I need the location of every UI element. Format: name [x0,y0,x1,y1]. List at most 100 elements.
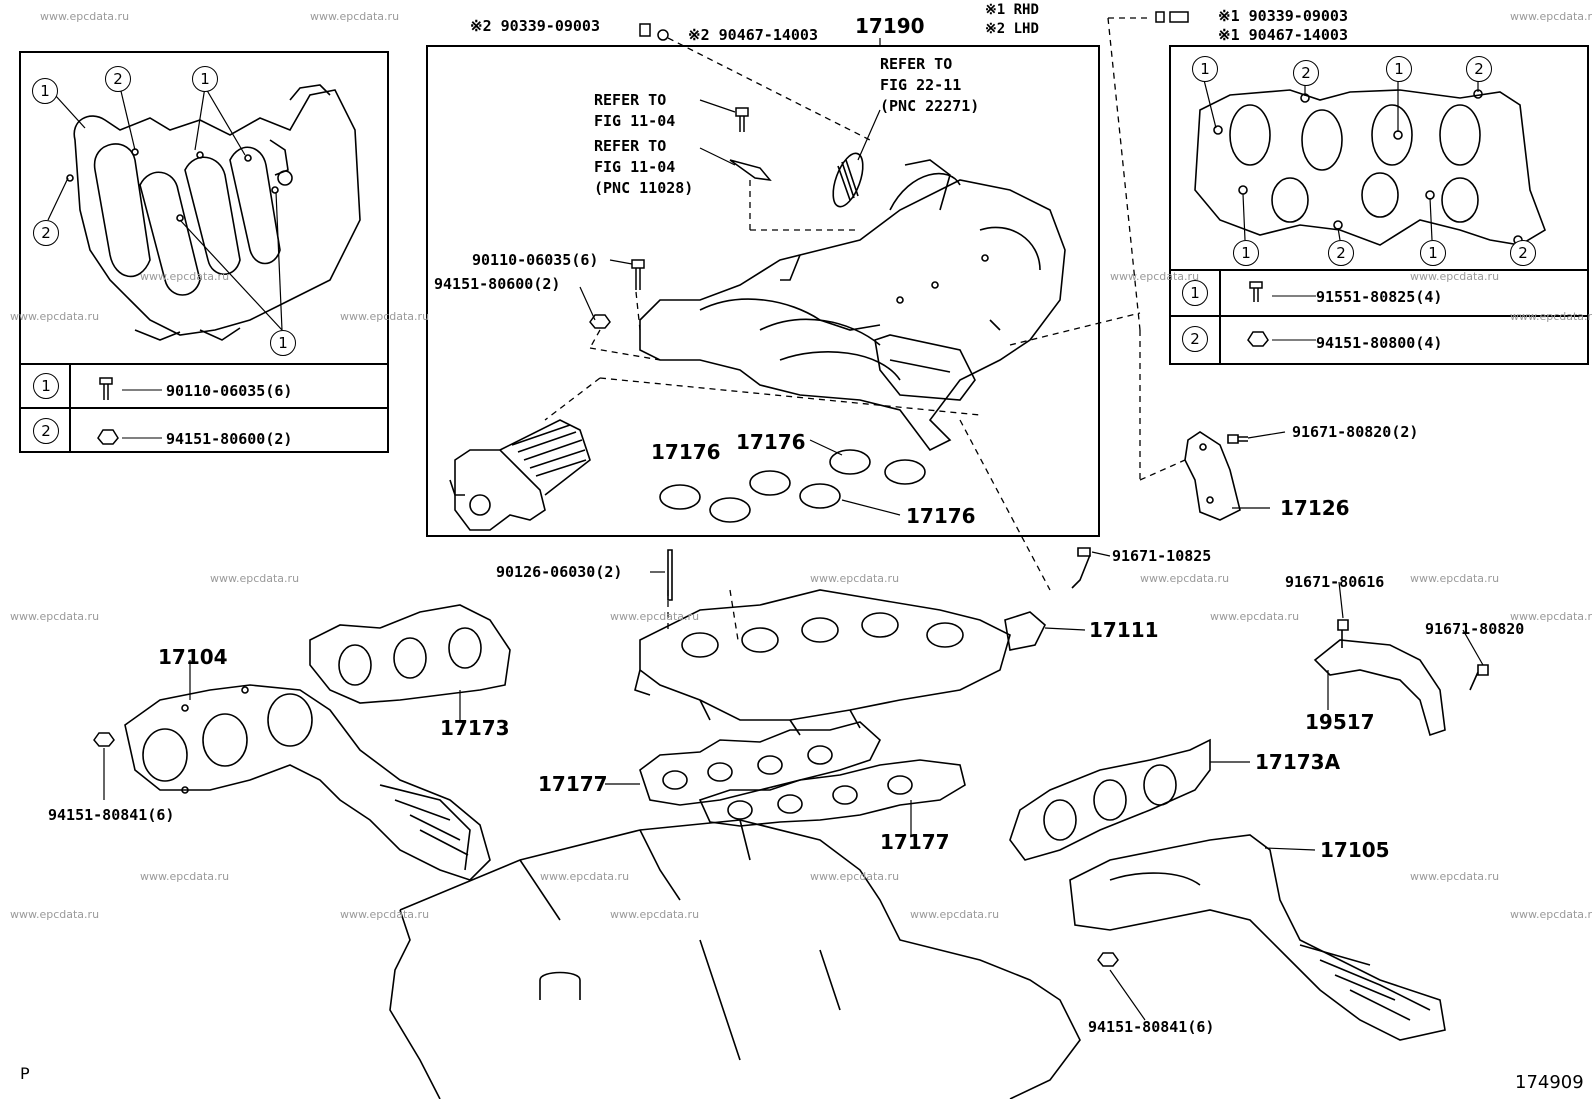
label-top-l2: ※2 90467-14003 [688,26,818,44]
label-top-r2: ※1 90467-14003 [1218,26,1348,44]
gaskets-17177 [639,721,966,827]
main-assembly-frame [426,45,1100,537]
label-94151-80841-right: 94151-80841(6) [1088,1018,1215,1036]
lower-intake-manifold [634,547,1091,736]
left-callout: 2 [33,220,59,246]
watermark: www.epcdata.ru [340,908,430,921]
right-callout: 1 [1233,240,1259,266]
left-callout: 1 [270,330,296,356]
left-table-mark-1: 1 [33,373,59,399]
watermark: www.epcdata.ru [1410,270,1500,283]
corner-mark: P [20,1064,30,1083]
label-91671-80820: 91671-80820 [1425,620,1525,638]
watermark: www.epcdata.ru [340,310,430,323]
watermark: www.epcdata.ru [310,10,400,23]
label-90110: 90110-06035(6) [472,251,599,269]
label-19517: 19517 [1305,710,1375,734]
watermark: www.epcdata.ru [140,270,230,283]
label-17126: 17126 [1280,496,1350,520]
label-17176-b: 17176 [736,430,806,454]
main-small-hardware [589,11,1189,329]
gaskets-17176 [659,449,926,523]
left-callout: 2 [105,66,131,92]
watermark: www.epcdata.ru [10,310,100,323]
right-callout-leaders [1203,79,1521,251]
label-17177-b: 17177 [880,830,950,854]
exhaust-manifold-left [124,684,491,881]
label-17177-a: 17177 [538,772,608,796]
watermark: www.epcdata.ru [210,572,300,585]
label-91671-80820-2: 91671-80820(2) [1292,423,1419,441]
left-table-part-1: 90110-06035(6) [166,382,293,400]
left-detail-frame [19,51,389,453]
diagram-number: 174909 [1515,1072,1584,1093]
left-table-icons [97,377,162,445]
right-callout: 1 [1420,240,1446,266]
watermark: www.epcdata.ru [140,870,230,883]
right-callout: 2 [1293,60,1319,86]
left-table-part-2: 94151-80600(2) [166,430,293,448]
rhd-note: ※1 RHD [985,2,1039,18]
throttle-body [449,419,591,531]
right-callout: 2 [1510,240,1536,266]
watermark: www.epcdata.ru [810,870,900,883]
left-manifold-outline [66,84,361,341]
dashed-leaders [544,17,1186,641]
watermark: www.epcdata.ru [1510,310,1592,323]
watermark: www.epcdata.ru [10,908,100,921]
right-detail-frame [1169,45,1589,365]
refer-fig-11-04-a: REFER TO FIG 11-04 [594,91,676,130]
watermark: www.epcdata.ru [10,610,100,623]
watermark: www.epcdata.ru [810,572,900,585]
label-91671-80616: 91671-80616 [1285,573,1385,591]
watermark: www.epcdata.ru [910,908,1000,921]
bracket-19517 [1313,619,1489,737]
left-callout: 1 [32,78,58,104]
label-top-l1: ※2 90339-09003 [470,17,600,35]
label-17176-a: 17176 [651,440,721,464]
watermark: www.epcdata.ru [1410,572,1500,585]
right-callout: 2 [1328,240,1354,266]
nut-94151-left [93,732,115,747]
label-17105: 17105 [1320,838,1390,862]
bracket-17126 [1184,431,1248,521]
right-table-part-1: 91551-80825(4) [1316,288,1443,306]
watermark: www.epcdata.ru [1510,10,1592,23]
right-gasket-outline [1194,89,1546,246]
right-callout: 1 [1192,56,1218,82]
label-17104: 17104 [158,645,228,669]
exhaust-manifold-right [1069,834,1446,1041]
left-table-mark-2: 2 [33,418,59,444]
right-callout: 1 [1386,56,1412,82]
exhaust-gasket-17173A [1009,738,1211,861]
right-table-part-2: 94151-80800(4) [1316,334,1443,352]
left-callout-leaders [47,86,283,331]
right-callout: 2 [1466,56,1492,82]
refer-fig-22-11: REFER TO FIG 22-11 (PNC 22271) [880,55,980,115]
right-table-mark-2: 2 [1182,326,1208,352]
watermark: www.epcdata.ru [40,10,130,23]
label-17176-c: 17176 [906,504,976,528]
label-top-r1: ※1 90339-09003 [1218,7,1348,25]
watermark: www.epcdata.ru [1510,908,1592,921]
engine-block-outline [389,819,1081,1099]
label-90126: 90126-06030(2) [496,563,623,581]
nut-94151-right [1097,952,1119,967]
label-17111: 17111 [1089,618,1159,642]
label-94151-80841-left: 94151-80841(6) [48,806,175,824]
watermark: www.epcdata.ru [1140,572,1230,585]
label-17173: 17173 [440,716,510,740]
label-leaders [189,38,1484,851]
left-callout: 1 [192,66,218,92]
label-91671-10825: 91671-10825 [1112,547,1212,565]
refer-fig-11-04-b: REFER TO FIG 11-04 (PNC 11028) [594,137,694,197]
watermark: www.epcdata.ru [610,610,700,623]
watermark: www.epcdata.ru [1210,610,1300,623]
exhaust-gasket-17173 [309,604,511,704]
intake-manifold-assembly [639,152,1066,452]
label-17190: 17190 [855,14,925,38]
watermark: www.epcdata.ru [1110,270,1200,283]
watermark: www.epcdata.ru [1410,870,1500,883]
